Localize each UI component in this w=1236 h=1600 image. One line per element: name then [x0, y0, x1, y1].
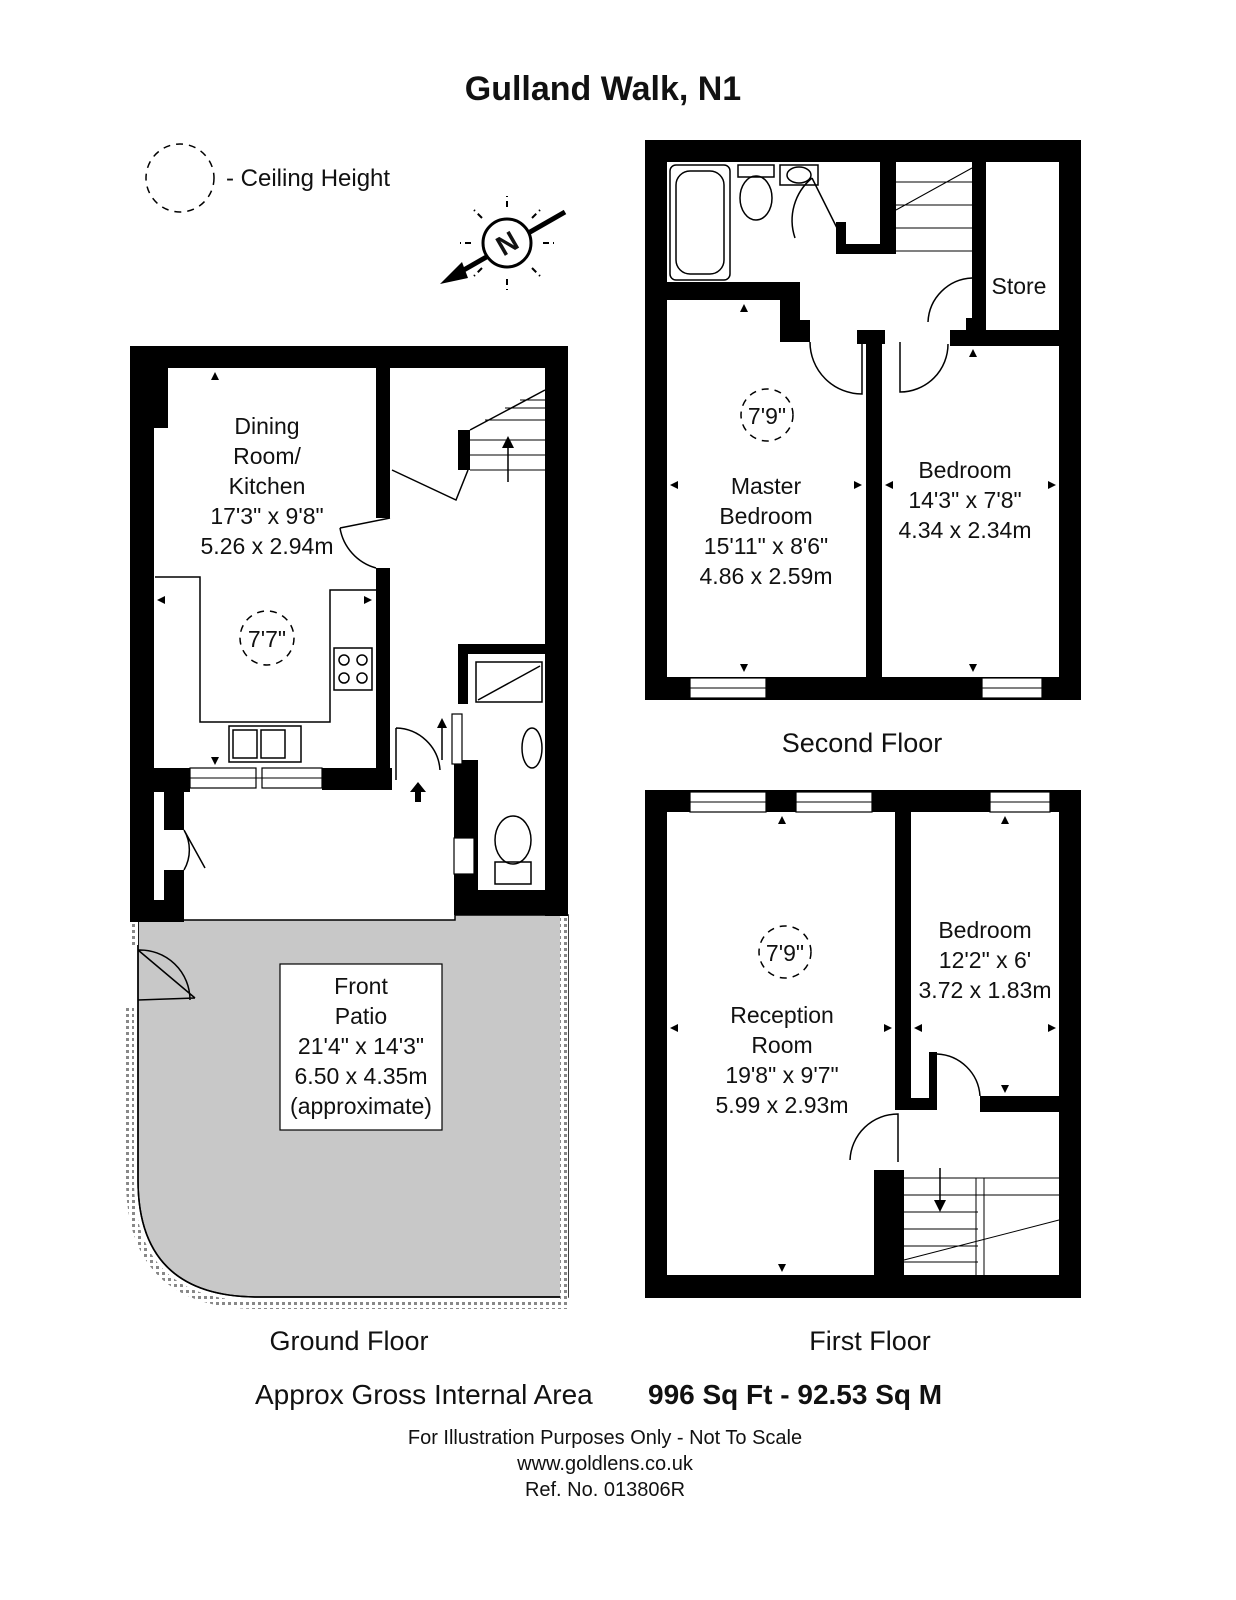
entrance-arrow-icon — [410, 782, 426, 802]
reference-number: Ref. No. 013806R — [525, 1479, 685, 1501]
second-floor: Store 7'9" Master Bedroom 15'11" x 8'6" … — [645, 140, 1081, 758]
reception-dimensions-imperial: 19'8" x 9'7" — [725, 1062, 838, 1088]
second-bedroom-dimensions-metric: 4.34 x 2.34m — [899, 517, 1032, 543]
patio-note: (approximate) — [290, 1093, 432, 1119]
hob-icon — [333, 647, 373, 691]
master-label-1: Master — [731, 473, 802, 499]
dining-dimensions-imperial: 17'3" x 9'8" — [210, 503, 323, 529]
area-sqft: 996 Sq Ft — [648, 1379, 772, 1410]
master-label-2: Bedroom — [719, 503, 812, 529]
master-ceiling-height: 7'9" — [748, 403, 786, 429]
master-ceiling-circle — [740, 388, 794, 442]
reception-ceiling-height: 7'9" — [766, 940, 804, 966]
patio-label-1: Front — [334, 973, 388, 999]
reception-label-2: Room — [751, 1032, 812, 1058]
dining-dimensions-metric: 5.26 x 2.94m — [201, 533, 334, 559]
toilet-icon — [737, 164, 775, 221]
toilet-icon — [494, 815, 532, 885]
website: www.goldlens.co.uk — [516, 1453, 694, 1475]
area-label: Approx Gross Internal Area — [255, 1379, 593, 1410]
disclaimer: For Illustration Purposes Only - Not To … — [408, 1427, 802, 1449]
area-value: 996 Sq Ft - 92.53 Sq M — [648, 1379, 942, 1410]
ground-stairs — [391, 389, 546, 502]
area-separator: - — [772, 1379, 797, 1410]
patio-label-2: Patio — [335, 1003, 387, 1029]
dining-ceiling-circle — [239, 610, 295, 666]
first-floor: 7'9" Reception Room 19'8" x 9'7" 5.99 x … — [645, 790, 1081, 1356]
dining-ceiling-height: 7'7" — [248, 626, 286, 652]
patio-dimensions-metric: 6.50 x 4.35m — [295, 1063, 428, 1089]
dining-label-1: Dining — [234, 413, 299, 439]
ground-floor: Dining Room/ Kitchen 17'3" x 9'8" 5.26 x… — [126, 346, 569, 1356]
reception-label-1: Reception — [730, 1002, 834, 1028]
first-bedroom-dimensions-metric: 3.72 x 1.83m — [919, 977, 1052, 1003]
ceiling-height-legend: - Ceiling Height — [145, 143, 390, 213]
ground-floor-label: Ground Floor — [269, 1326, 428, 1356]
north-sun-compass-icon: N — [440, 196, 567, 290]
kitchen-door — [339, 527, 377, 569]
master-dimensions-imperial: 15'11" x 8'6" — [704, 533, 828, 559]
second-bedroom-label: Bedroom — [918, 457, 1011, 483]
dashed-circle-icon — [145, 143, 215, 213]
dining-label-2: Room/ — [233, 443, 301, 469]
patio-dimensions-imperial: 21'4" x 14'3" — [298, 1033, 424, 1059]
ceiling-height-label: - Ceiling Height — [226, 165, 390, 192]
master-dimensions-metric: 4.86 x 2.59m — [700, 563, 833, 589]
reception-dimensions-metric: 5.99 x 2.93m — [716, 1092, 849, 1118]
plan-title: Gulland Walk, N1 — [465, 70, 741, 108]
first-floor-label: First Floor — [809, 1326, 931, 1356]
first-bedroom-label: Bedroom — [938, 917, 1031, 943]
reception-ceiling-circle — [758, 925, 812, 979]
area-sqm: 92.53 Sq M — [797, 1379, 942, 1410]
second-floor-label: Second Floor — [782, 728, 943, 758]
second-bedroom-dimensions-imperial: 14'3" x 7'8" — [908, 487, 1021, 513]
first-bedroom-dimensions-imperial: 12'2" x 6' — [939, 947, 1031, 973]
dining-label-3: Kitchen — [229, 473, 306, 499]
store-label: Store — [992, 273, 1047, 299]
